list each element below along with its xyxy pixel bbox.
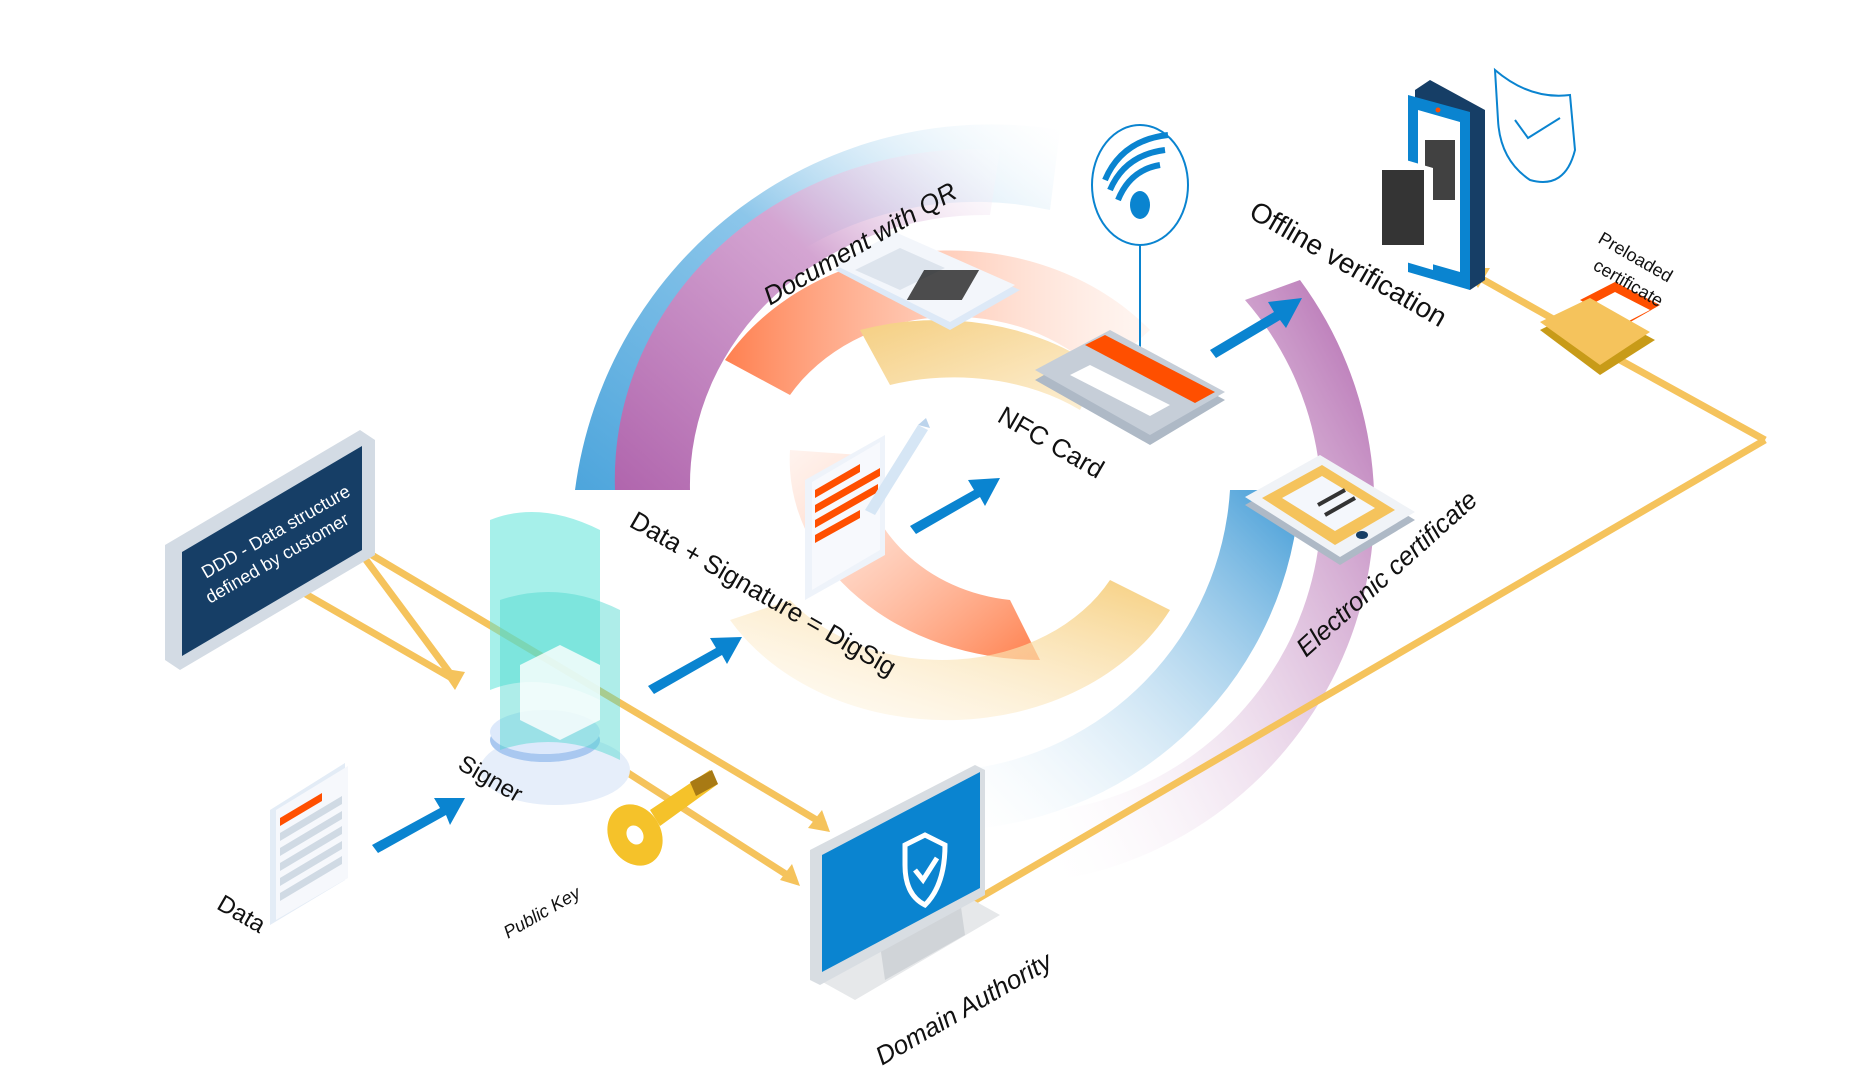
ddd-sign-icon	[165, 430, 375, 670]
qr-document-icon	[835, 232, 1020, 330]
signer-hologram-icon	[480, 512, 630, 805]
monitor-shield-icon	[810, 765, 1000, 1000]
data-document-icon	[270, 763, 348, 925]
outer-blue-ring-right	[960, 490, 1300, 830]
connector-folder-to-phone	[1473, 271, 1557, 324]
key-icon	[607, 770, 718, 866]
tablet-certificate-icon	[1245, 455, 1415, 565]
arrow-digsig-to-nfc	[910, 478, 1000, 534]
connector-authority-to-hub	[948, 436, 1767, 919]
yellow-ring-top	[860, 320, 1100, 410]
yellow-ring-bottom	[730, 580, 1170, 721]
arrow-data-to-signer	[372, 798, 465, 853]
smartphone-qr-icon	[1372, 80, 1485, 290]
purple-ring-left	[614, 149, 1000, 490]
flow-arrows	[372, 298, 1302, 853]
connector-lines	[288, 271, 1767, 919]
connector-ddd-to-signer	[352, 542, 458, 683]
arrowhead-authority-1	[808, 810, 830, 832]
shield-check-icon	[1493, 67, 1577, 183]
nfc-wireless-icon	[1091, 124, 1189, 355]
signed-document-pen-icon	[805, 418, 930, 600]
nfc-card-icon	[1035, 330, 1225, 445]
connector-signer-to-authority	[598, 752, 797, 883]
arrowhead-signer	[440, 668, 465, 690]
folder-certificate-icon	[1540, 282, 1660, 375]
arrowhead-authority-2	[780, 864, 800, 886]
connector-ddd-to-signer-2	[288, 581, 457, 684]
arrow-to-offline	[1210, 298, 1302, 358]
arrow-signer-to-digsig	[648, 637, 742, 694]
connector-hub-to-folder	[1618, 356, 1767, 444]
orange-ring-top	[725, 250, 1150, 395]
purple-ring-right	[1060, 280, 1375, 880]
